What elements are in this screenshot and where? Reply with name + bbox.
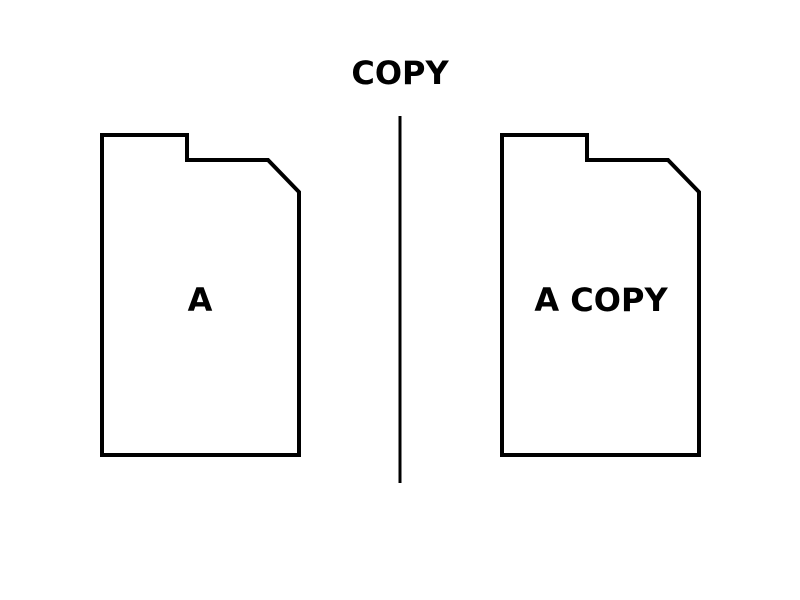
original-document-icon xyxy=(100,133,301,457)
copied-document-label: A COPY xyxy=(534,281,668,319)
diagram-title: COPY xyxy=(351,54,449,92)
original-document-label: A xyxy=(188,281,213,319)
copied-document: A COPY xyxy=(500,133,701,457)
copied-document-icon xyxy=(500,133,701,457)
original-document: A xyxy=(100,133,301,457)
